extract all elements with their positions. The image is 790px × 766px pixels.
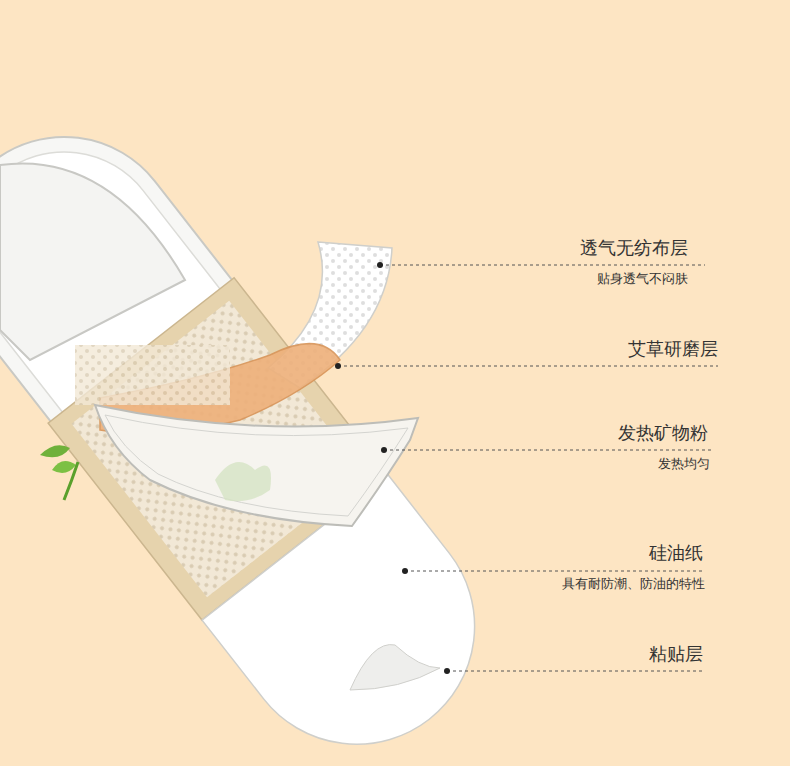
backing-end <box>0 163 185 360</box>
patch-strip <box>0 89 522 766</box>
peel-corner <box>350 645 440 690</box>
layer-note: 贴身透气不闷肤 <box>597 271 688 287</box>
layer-name: 硅油纸 <box>649 542 703 564</box>
layer-name: 艾草研磨层 <box>628 338 718 360</box>
leaf-icon <box>40 445 78 500</box>
mugwort-pad <box>75 345 230 405</box>
leaf-mark <box>215 462 271 501</box>
layer-name: 粘贴层 <box>649 643 703 665</box>
mineral-layer <box>95 405 418 526</box>
leader-dots <box>335 262 450 674</box>
layer-note: 发热均匀 <box>658 456 710 472</box>
layer-name: 发热矿物粉 <box>618 422 708 444</box>
layer-name: 透气无纺布层 <box>580 237 688 259</box>
leader-lines <box>338 265 718 671</box>
layer-note: 具有耐防潮、防油的特性 <box>562 576 705 592</box>
